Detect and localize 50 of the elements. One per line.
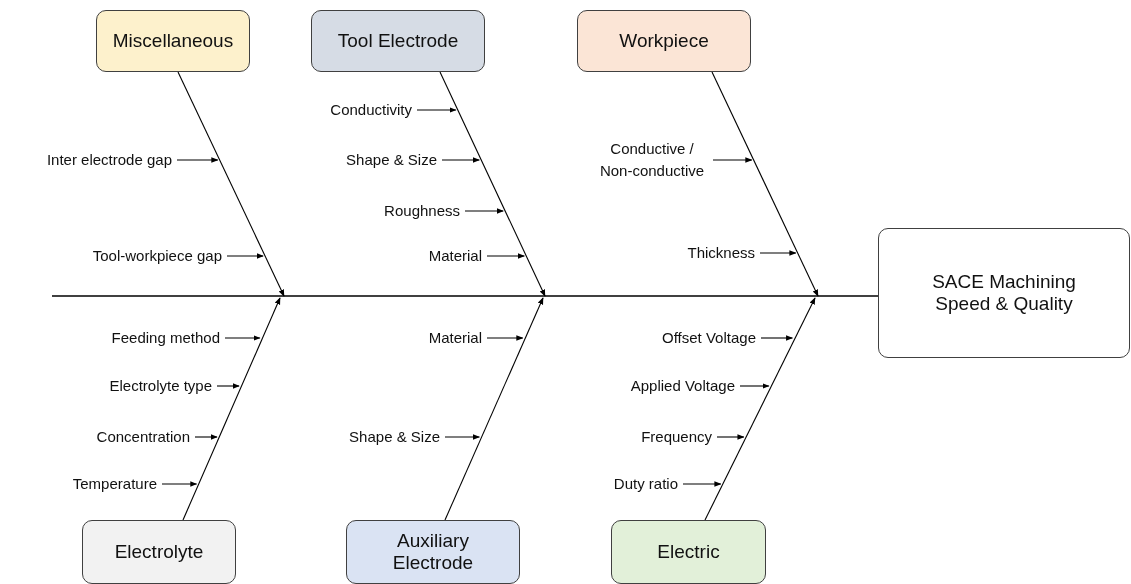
cause-label: Applied Voltage <box>630 374 735 398</box>
arrow <box>486 253 525 259</box>
category-box: Workpiece <box>577 10 751 72</box>
category-box: Miscellaneous <box>96 10 250 72</box>
bone-arrow <box>182 297 281 521</box>
cause-label: Roughness <box>384 199 460 223</box>
category-box: Electric <box>611 520 766 584</box>
arrow <box>416 107 457 113</box>
arrow <box>739 383 770 389</box>
arrow <box>444 434 480 440</box>
cause-label: Conductivity <box>330 98 412 122</box>
cause-label: Material <box>428 326 482 350</box>
arrow <box>682 481 722 487</box>
arrow <box>194 434 218 440</box>
cause-label: Shape & Size <box>346 148 437 172</box>
cause-label: Frequency <box>641 425 712 449</box>
arrow <box>216 383 240 389</box>
cause-label: Feeding method <box>111 326 220 350</box>
cause-label: Thickness <box>687 241 755 265</box>
cause-label: Inter electrode gap <box>46 148 172 172</box>
arrow <box>712 157 753 163</box>
bone-arrow <box>704 297 816 521</box>
spine-line <box>51 295 879 297</box>
arrow <box>224 335 261 341</box>
arrow <box>716 434 745 440</box>
cause-label: Duty ratio <box>613 472 678 496</box>
category-box: Auxiliary Electrode <box>346 520 520 584</box>
arrow <box>486 335 524 341</box>
category-box: Electrolyte <box>82 520 236 584</box>
category-box: Tool Electrode <box>311 10 485 72</box>
arrow <box>226 253 264 259</box>
bone-arrow <box>444 297 544 521</box>
cause-label: Concentration <box>96 425 190 449</box>
cause-label: Offset Voltage <box>662 326 756 350</box>
cause-label: Tool-workpiece gap <box>92 244 222 268</box>
bone-arrow <box>711 71 819 297</box>
arrow <box>441 157 480 163</box>
cause-label: Electrolyte type <box>109 374 212 398</box>
effect-box: SACE Machining Speed & Quality <box>878 228 1130 358</box>
cause-label: Shape & Size <box>349 425 440 449</box>
cause-label: Material <box>428 244 482 268</box>
arrow <box>760 335 794 341</box>
bone-arrow <box>177 71 285 297</box>
bone-arrow <box>439 71 546 297</box>
cause-label: Temperature <box>72 472 157 496</box>
arrow <box>176 157 219 163</box>
arrow <box>464 208 504 214</box>
arrow <box>759 250 797 256</box>
arrow <box>161 481 198 487</box>
cause-label: Conductive / Non-conductive <box>596 138 708 182</box>
